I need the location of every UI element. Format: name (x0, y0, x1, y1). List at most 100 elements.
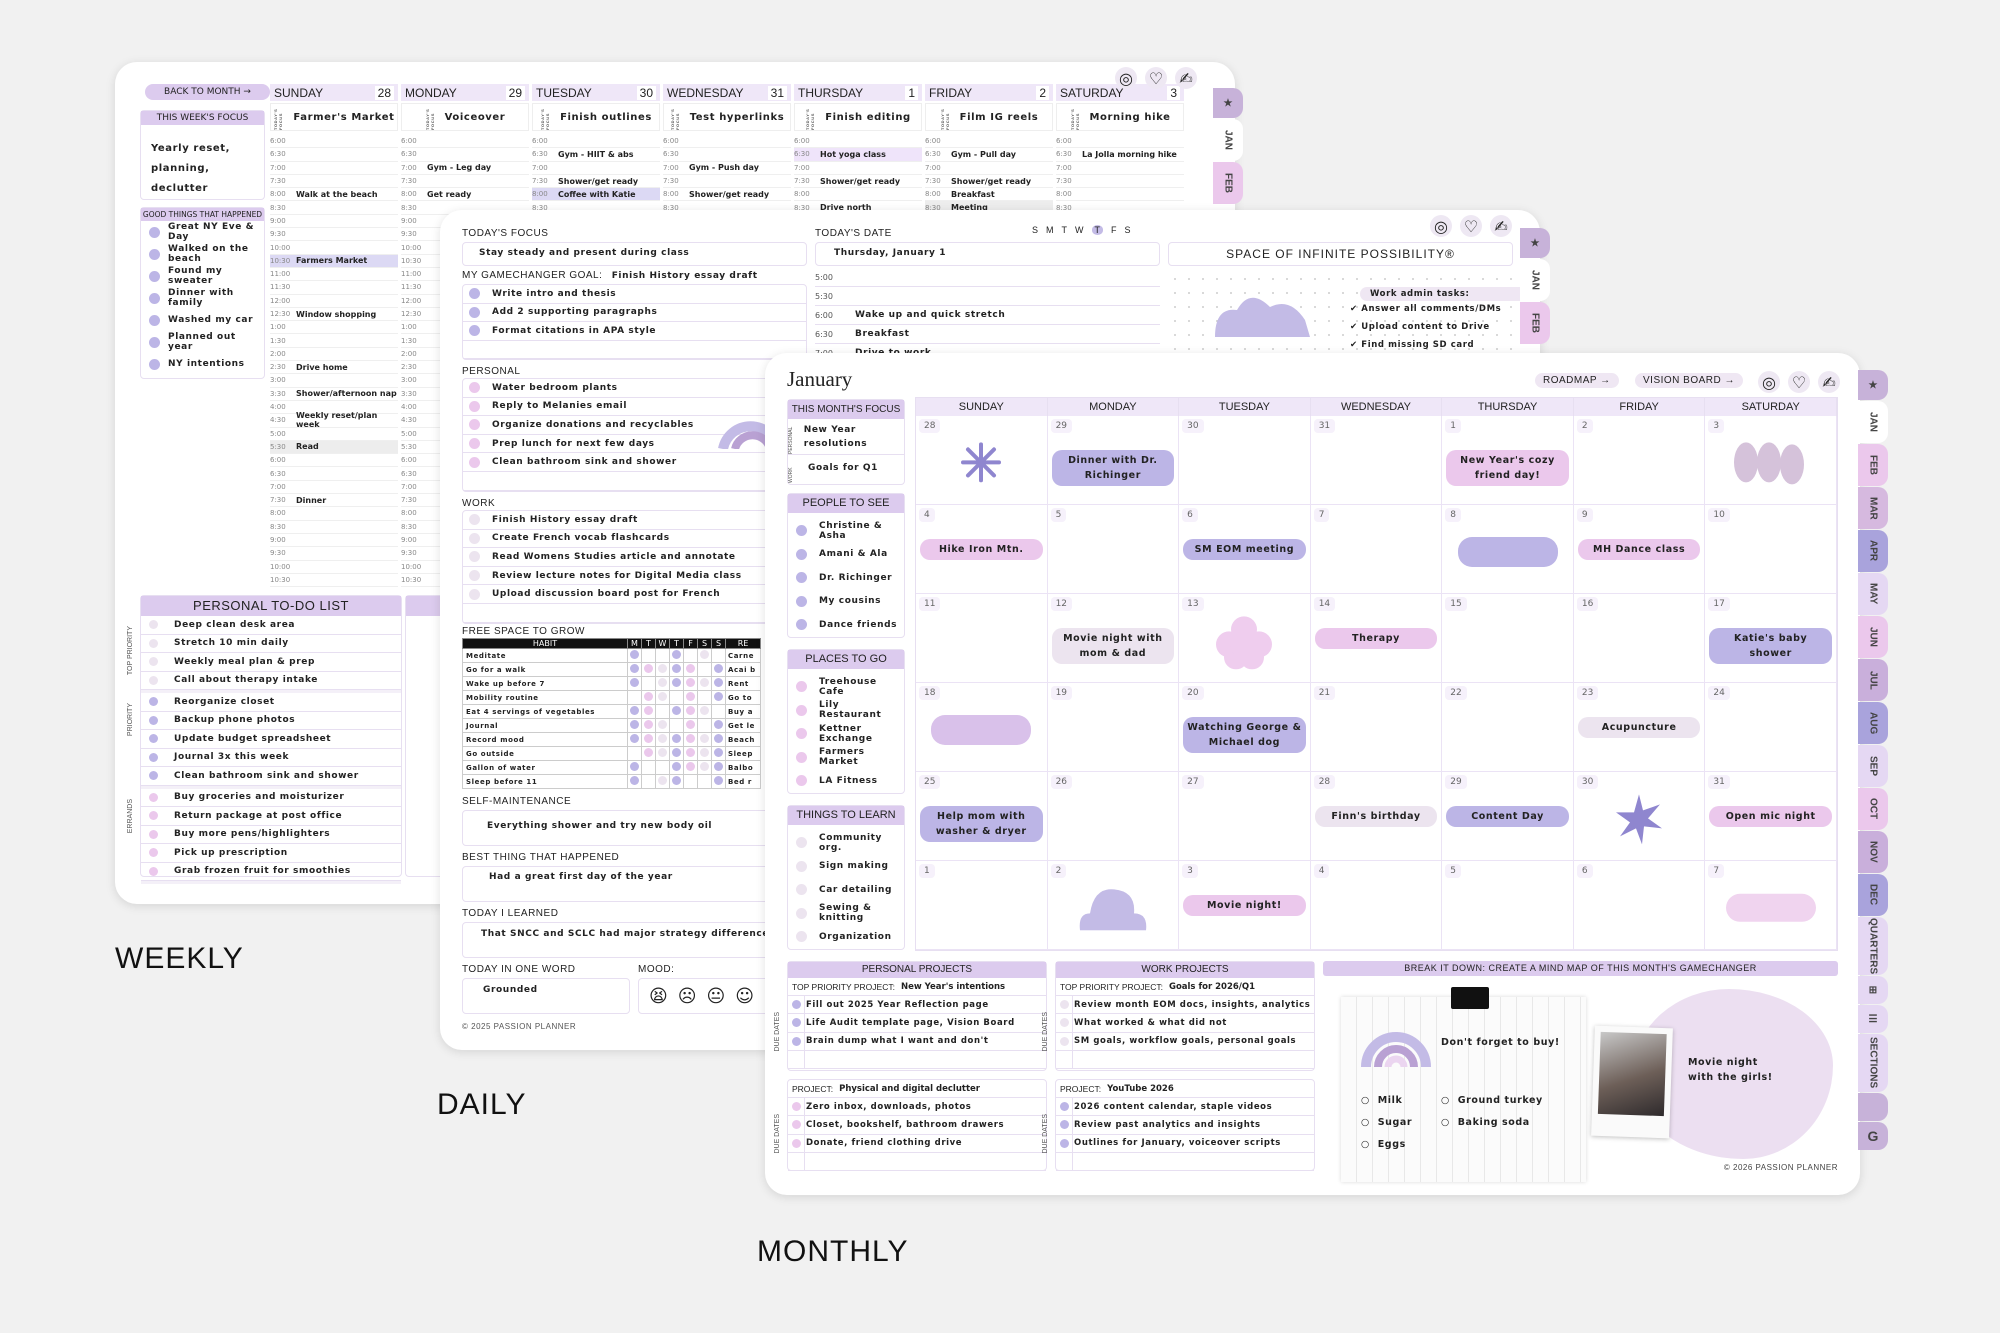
weekday-letter[interactable]: T (1091, 225, 1104, 235)
target-icon[interactable]: ◎ (1758, 371, 1780, 393)
habit-checkbox[interactable] (641, 746, 656, 761)
todo-item[interactable]: Pick up prescription (141, 844, 401, 863)
week-focus-text[interactable]: Yearly reset, planning, declutter (151, 143, 231, 194)
habit-checkbox[interactable] (641, 662, 656, 677)
status-dot-icon[interactable] (792, 1000, 801, 1010)
status-dot-icon[interactable] (149, 771, 158, 781)
admin-task[interactable]: ✔ Answer all comments/DMs (1350, 304, 1502, 314)
task-item[interactable]: Prep lunch for next few days (463, 435, 806, 454)
status-dot-icon[interactable] (792, 1120, 801, 1130)
list-item[interactable]: Amani & Ala (788, 543, 904, 567)
task-item[interactable]: Clean bathroom sink and shower (463, 453, 806, 472)
list-item[interactable]: Sign making (788, 855, 904, 879)
time-slot[interactable]: 7:00 (925, 162, 1053, 175)
habit-checkbox[interactable] (697, 718, 712, 733)
time-slot[interactable]: 6:00 (794, 135, 922, 149)
habit-checkbox[interactable] (697, 774, 712, 789)
time-slot[interactable]: 8:00 (1056, 188, 1184, 202)
list-item[interactable]: Farmers Market (788, 746, 904, 770)
time-slot[interactable]: 8:00 (270, 507, 398, 521)
time-slot[interactable]: 1:30 (270, 334, 398, 348)
calendar-day-cell[interactable]: 16 (1573, 594, 1706, 683)
polaroid-photo[interactable] (1591, 1025, 1673, 1139)
status-dot-icon[interactable] (469, 570, 480, 582)
habit-checkbox[interactable] (711, 662, 726, 677)
time-slot[interactable]: 5:00 (270, 428, 398, 441)
time-slot[interactable]: 6:00 (1056, 135, 1184, 149)
status-dot-icon[interactable] (1060, 1138, 1069, 1148)
todo-item[interactable]: Backup phone photos (141, 712, 401, 730)
tab-quarters[interactable]: QUARTERS (1858, 917, 1888, 975)
circle-checkbox-icon[interactable]: ○ (1361, 1117, 1370, 1128)
time-slot[interactable]: 9:30 (270, 547, 398, 561)
habit-checkbox[interactable] (627, 774, 642, 789)
status-dot-icon[interactable] (149, 866, 158, 876)
status-dot-icon[interactable] (149, 657, 158, 667)
grid-view-icon[interactable]: ⊞ (1858, 976, 1888, 1004)
target-icon[interactable]: ◎ (1430, 215, 1452, 237)
status-dot-icon[interactable] (149, 829, 158, 839)
calendar-event[interactable]: Watching George & Michael dog (1183, 717, 1306, 753)
calendar-day-cell[interactable]: 1 (916, 861, 1048, 950)
todo-item[interactable]: Buy groceries and moisturizer (141, 789, 401, 807)
calendar-day-cell[interactable]: 13 (1179, 594, 1311, 683)
google-calendar-icon[interactable]: G (1858, 1122, 1888, 1150)
status-dot-icon[interactable] (469, 532, 480, 544)
today-date-box[interactable]: Thursday, January 1 (815, 242, 1160, 266)
project-task[interactable]: 2026 content calendar, staple videos (1056, 1098, 1314, 1117)
status-dot-icon[interactable] (149, 752, 158, 762)
heart-icon[interactable]: ♡ (1788, 371, 1810, 393)
time-slot[interactable]: 8:00 (794, 188, 922, 202)
calendar-day-cell[interactable]: 3 (1705, 416, 1837, 505)
calendar-day-cell[interactable]: 2 (1047, 861, 1180, 950)
status-dot-icon[interactable] (796, 884, 807, 896)
calendar-day-cell[interactable]: 6 (1573, 861, 1706, 950)
calendar-event[interactable]: Hike Iron Mtn. (920, 539, 1043, 560)
habit-checkbox[interactable] (627, 718, 642, 733)
habit-checkbox[interactable] (627, 690, 642, 705)
calendar-day-cell[interactable]: 5 (1442, 861, 1574, 950)
time-slot[interactable]: 6:00 (401, 135, 529, 149)
status-dot-icon[interactable] (796, 572, 807, 584)
status-dot-icon[interactable] (792, 1102, 801, 1112)
status-dot-icon[interactable] (149, 792, 158, 802)
roadmap-button[interactable]: ROADMAP → (1535, 373, 1619, 388)
tab-may[interactable]: MAY (1858, 573, 1888, 615)
habit-checkbox[interactable] (697, 676, 712, 691)
status-dot-icon[interactable] (796, 704, 807, 716)
time-slot[interactable]: 6:00 (925, 135, 1053, 149)
calendar-day-cell[interactable]: 30 (1573, 772, 1706, 861)
habit-checkbox[interactable] (711, 648, 726, 663)
habit-checkbox[interactable] (683, 732, 698, 747)
project-task[interactable]: Review month EOM docs, insights, analyti… (1056, 996, 1314, 1015)
mood-face-icon[interactable]: 😐 (706, 985, 726, 1007)
time-slot[interactable]: 8:30 (270, 201, 398, 215)
favorites-tab[interactable]: ★ (1858, 370, 1888, 400)
time-slot[interactable]: 7:00 (270, 481, 398, 495)
habit-checkbox[interactable] (655, 760, 670, 775)
calendar-event[interactable]: MH Dance class (1577, 539, 1701, 560)
status-dot-icon[interactable] (469, 551, 480, 563)
habit-checkbox[interactable] (697, 648, 712, 663)
time-slot[interactable]: 9:00 (270, 534, 398, 548)
status-dot-icon[interactable] (469, 288, 480, 300)
project-task[interactable]: SM goals, workflow goals, personal goals (1056, 1033, 1314, 1051)
time-slot[interactable]: 7:00 (1056, 162, 1184, 175)
time-slot[interactable]: 6:00 (270, 454, 398, 468)
time-slot[interactable]: 7:30 (401, 175, 529, 189)
calendar-event[interactable]: Content Day (1446, 806, 1569, 827)
circle-checkbox-icon[interactable]: ○ (1441, 1095, 1450, 1106)
habit-checkbox[interactable] (641, 774, 656, 789)
project-task[interactable]: Donate, friend clothing drive (788, 1135, 1046, 1153)
